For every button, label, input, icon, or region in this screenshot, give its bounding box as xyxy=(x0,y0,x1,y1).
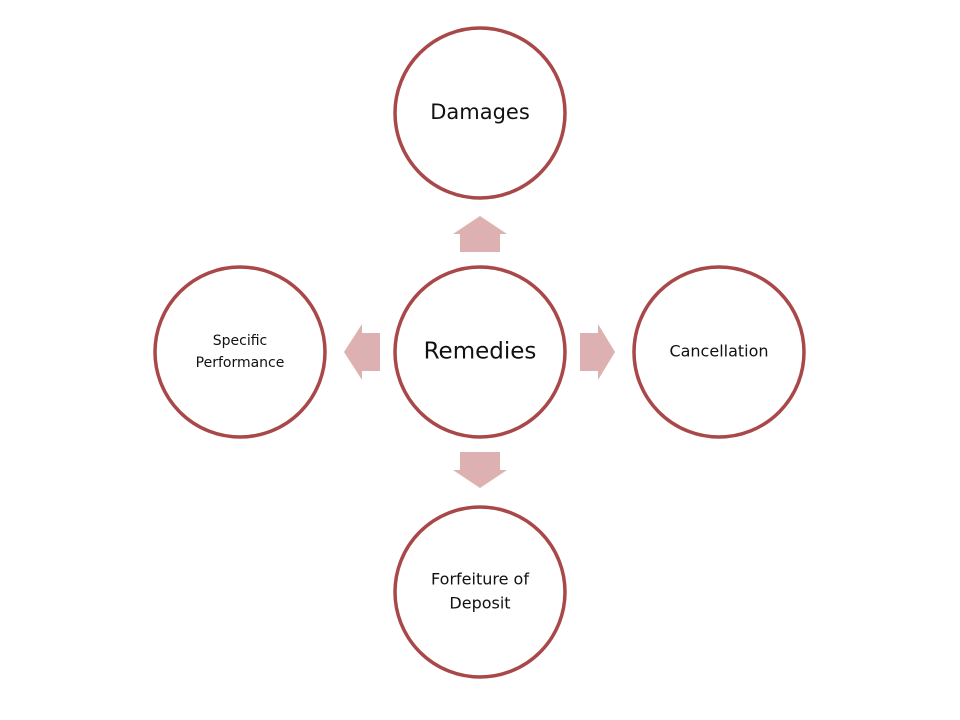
node-damages-circle xyxy=(393,26,567,200)
arrow-left xyxy=(344,324,380,380)
node-cancellation-label: Cancellation xyxy=(669,342,768,361)
node-forfeiture-of-deposit: Forfeiture of Deposit xyxy=(393,505,567,679)
node-forfeiture-label-line2: Deposit xyxy=(449,594,510,613)
arrow-down xyxy=(453,452,507,488)
node-specific-performance: Specific Performance xyxy=(153,265,327,439)
node-remedies: Remedies xyxy=(393,265,567,439)
node-remedies-label: Remedies xyxy=(424,339,537,365)
node-damages-label: Damages xyxy=(430,100,530,124)
node-specific-performance-circle xyxy=(153,265,327,439)
node-specific-performance-label-line1: Specific xyxy=(213,333,268,349)
node-cancellation: Cancellation xyxy=(632,265,806,439)
arrow-up xyxy=(453,216,507,252)
node-damages: Damages xyxy=(393,26,567,200)
node-forfeiture-circle xyxy=(393,505,567,679)
node-cancellation-circle xyxy=(632,265,806,439)
node-remedies-circle xyxy=(393,265,567,439)
node-specific-performance-label-line2: Performance xyxy=(196,355,285,371)
arrow-right xyxy=(580,324,615,380)
node-forfeiture-label-line1: Forfeiture of xyxy=(431,570,529,589)
